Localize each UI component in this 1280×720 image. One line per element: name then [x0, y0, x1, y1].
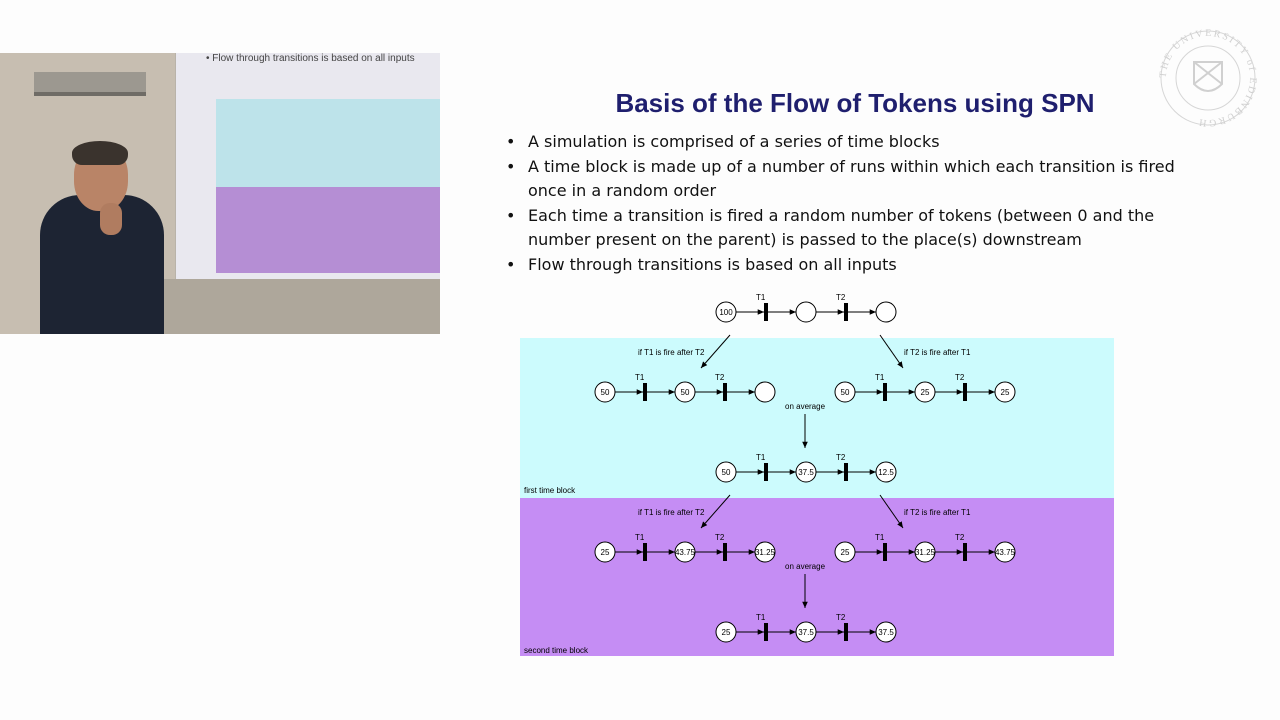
transition-label: T1	[756, 453, 766, 462]
transition-bar	[643, 543, 647, 561]
chain-second-right: 25 31.25 43.75 T1 T2	[834, 533, 1016, 563]
second-time-block-label: second time block	[524, 646, 589, 655]
place-token-count: 43.75	[675, 548, 696, 557]
transition-bar	[844, 303, 848, 321]
average-label: on average	[785, 562, 826, 571]
place-node	[875, 301, 897, 323]
transition-bar	[643, 383, 647, 401]
chain-first-left: 50 50 T1 T2	[594, 373, 776, 403]
transition-label: T1	[756, 293, 766, 302]
flow-arrow	[700, 334, 731, 369]
transition-label: T1	[875, 533, 885, 542]
bullet-list: A simulation is comprised of a series of…	[506, 130, 1186, 277]
place-token-count: 50	[601, 388, 610, 397]
transition-bar	[764, 463, 768, 481]
svg-text:THE UNIVERSITY of EDINBURGH: THE UNIVERSITY of EDINBURGH	[1158, 28, 1258, 128]
chain-top: 100 T1 T2	[715, 293, 897, 323]
first-time-block	[520, 338, 1114, 498]
projected-second-block	[216, 187, 440, 273]
transition-bar	[723, 543, 727, 561]
place-token-count: 100	[719, 308, 733, 317]
bullet-item: Flow through transitions is based on all…	[506, 253, 1186, 278]
place-token-count: 37.5	[798, 628, 814, 637]
flow-arrow	[700, 494, 731, 529]
transition-bar	[963, 383, 967, 401]
chain-second-average: 25 37.5 37.5 T1 T2	[715, 613, 897, 643]
chain-first-average: 50 37.5 12.5 T1 T2	[715, 453, 897, 483]
branch-label: if T2 is fire after T1	[904, 348, 971, 357]
transition-bar	[723, 383, 727, 401]
branch-label: if T1 is fire after T2	[638, 348, 705, 357]
transition-bar	[963, 543, 967, 561]
place-token-count: 25	[601, 548, 610, 557]
bullet-item: A simulation is comprised of a series of…	[506, 130, 1186, 155]
transition-label: T2	[836, 613, 846, 622]
projected-text: • Flow through transitions is based on a…	[206, 53, 415, 64]
bullet-item: A time block is made up of a number of r…	[506, 155, 1186, 204]
second-time-block	[520, 498, 1114, 656]
transition-label: T2	[955, 533, 965, 542]
flow-arrow	[879, 334, 904, 369]
logo-text: THE UNIVERSITY of EDINBURGH	[1158, 28, 1256, 128]
room-floor	[160, 279, 440, 334]
place-token-count: 25	[1001, 388, 1010, 397]
transition-label: T2	[715, 533, 725, 542]
transition-bar	[883, 383, 887, 401]
place-token-count: 37.5	[798, 468, 814, 477]
bullet-item: Each time a transition is fired a random…	[506, 204, 1186, 253]
place-token-count: 25	[841, 548, 850, 557]
transition-bar	[844, 463, 848, 481]
transition-label: T1	[756, 613, 766, 622]
average-label: on average	[785, 402, 826, 411]
university-crest-logo: THE UNIVERSITY of EDINBURGH	[1158, 28, 1258, 128]
transition-bar	[764, 623, 768, 641]
transition-bar	[883, 543, 887, 561]
chain-first-right: 50 25 25 T1 T2	[834, 373, 1016, 403]
branch-label: if T1 is fire after T2	[638, 508, 705, 517]
place-token-count: 12.5	[878, 468, 894, 477]
branch-label: if T2 is fire after T1	[904, 508, 971, 517]
transition-label: T1	[635, 533, 645, 542]
place-node	[795, 301, 817, 323]
place-node	[754, 381, 776, 403]
chain-second-left: 25 43.75 31.25 T1 T2	[594, 533, 776, 563]
place-token-count: 25	[921, 388, 930, 397]
presenter-hand	[100, 203, 122, 235]
place-token-count: 25	[722, 628, 731, 637]
place-token-count: 50	[722, 468, 731, 477]
place-token-count: 50	[841, 388, 850, 397]
place-token-count: 37.5	[878, 628, 894, 637]
window-blind	[34, 72, 146, 96]
projected-first-block	[216, 99, 440, 187]
petri-net-diagram: first time block second time block 100T1…	[520, 293, 1114, 656]
presenter-hair	[72, 141, 128, 165]
place-token-count: 50	[681, 388, 690, 397]
transition-label: T2	[715, 373, 725, 382]
transition-bar	[764, 303, 768, 321]
lecturer-video: • Flow through transitions is based on a…	[0, 53, 440, 334]
flow-arrow	[879, 494, 904, 529]
transition-bar	[844, 623, 848, 641]
transition-label: T2	[836, 293, 846, 302]
place-token-count: 31.25	[755, 548, 776, 557]
transition-label: T1	[875, 373, 885, 382]
transition-label: T2	[836, 453, 846, 462]
first-time-block-label: first time block	[524, 486, 576, 495]
transition-label: T1	[635, 373, 645, 382]
transition-label: T2	[955, 373, 965, 382]
place-token-count: 43.75	[995, 548, 1016, 557]
place-token-count: 31.25	[915, 548, 936, 557]
slide-title: Basis of the Flow of Tokens using SPN	[615, 88, 1095, 118]
